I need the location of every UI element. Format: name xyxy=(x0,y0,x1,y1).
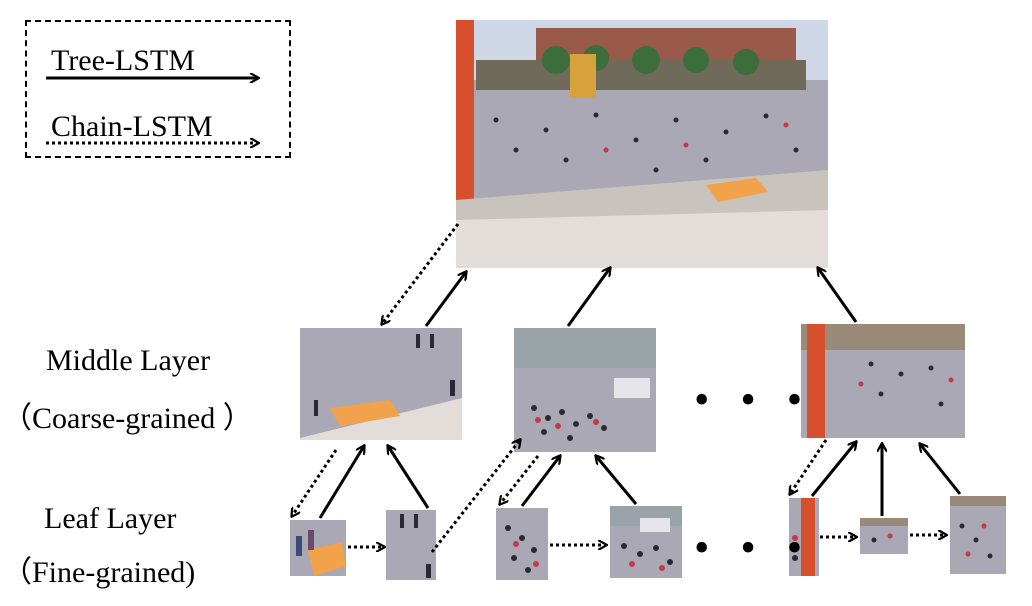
middle-ellipsis: • • • xyxy=(694,375,813,424)
legend-chain-lstm-label: Chain-LSTM xyxy=(51,110,213,143)
legend-box: Tree-LSTM Chain-LSTM xyxy=(25,20,291,158)
chain-arrow-mid3-leaf5 xyxy=(790,439,828,494)
tree-arrow-mid1-root xyxy=(424,272,466,327)
leaf-image-7 xyxy=(950,496,1006,574)
middle-layer-subtitle: （Coarse-grained ） xyxy=(2,402,253,435)
leaf-ellipsis: • • • xyxy=(694,523,813,572)
tree-arrow-leaf2-mid1 xyxy=(388,446,430,509)
leaf-image-1 xyxy=(290,520,346,576)
legend-tree-lstm-label: Tree-LSTM xyxy=(51,44,195,77)
leaf-layer-title: Leaf Layer xyxy=(44,502,177,535)
tree-arrow-mid2-root xyxy=(566,268,610,327)
leaf-image-3 xyxy=(496,508,548,580)
chain-arrow-mid1-leaf1 xyxy=(292,449,338,516)
leaf-layer-subtitle: （Fine-grained) xyxy=(2,556,196,589)
tree-arrow-leaf3-mid2 xyxy=(520,456,560,507)
middle-image-2 xyxy=(514,328,656,452)
middle-image-1 xyxy=(300,328,462,440)
tree-arrow-leaf7-mid3 xyxy=(920,444,962,495)
leaf-image-2 xyxy=(386,510,436,580)
root-scene-image xyxy=(456,20,828,268)
tree-arrow-leaf1-mid1 xyxy=(318,446,364,519)
chain-arrow-root-mid1 xyxy=(382,223,460,324)
tree-arrow-mid3-root xyxy=(818,268,858,323)
chain-arrow-mid2-leaf3 xyxy=(500,455,540,504)
leaf-image-4 xyxy=(610,506,682,578)
middle-layer-title: Middle Layer xyxy=(46,344,211,377)
leaf-image-6 xyxy=(860,518,908,554)
tree-arrow-leaf5-mid3 xyxy=(810,442,856,497)
tree-arrow-leaf4-mid2 xyxy=(596,456,638,505)
leaf-image-5 xyxy=(789,498,819,576)
middle-image-3 xyxy=(801,324,965,438)
